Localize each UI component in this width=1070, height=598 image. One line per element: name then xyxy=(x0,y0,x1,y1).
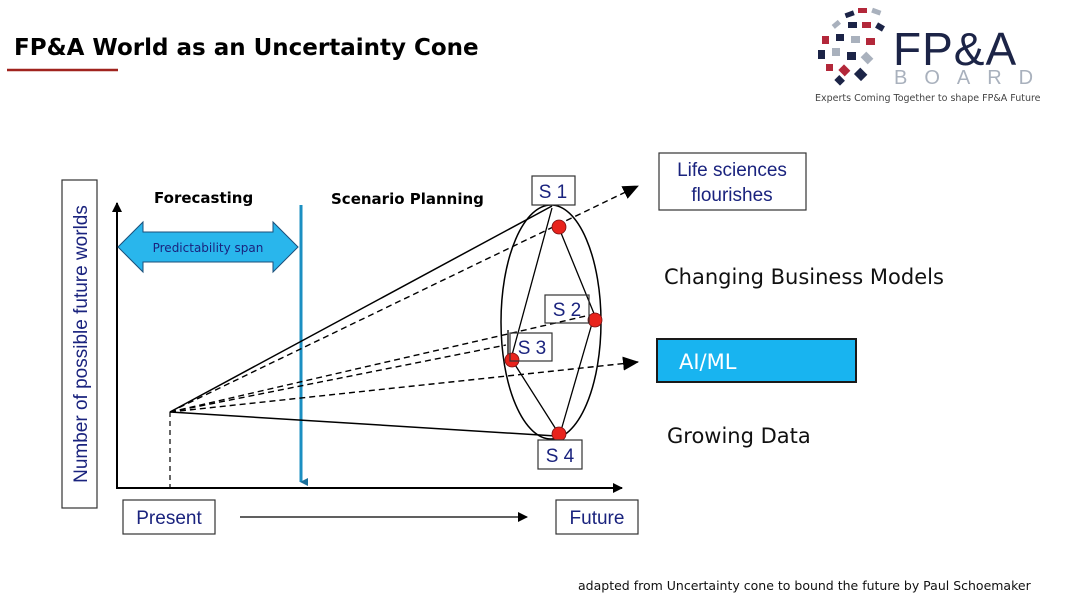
life-sciences-box xyxy=(658,152,807,211)
scenario-label-s4: S 4 xyxy=(546,446,575,467)
life-sciences-line2: flourishes xyxy=(691,185,772,206)
life-sciences-line1: Life sciences xyxy=(677,160,787,181)
predictability-span-arrow xyxy=(117,220,299,274)
logo-mark-icon xyxy=(818,7,885,86)
changing-business-models-label: Changing Business Models xyxy=(664,265,944,289)
predictability-span-label: Predictability span xyxy=(153,241,264,255)
future-box xyxy=(555,499,639,535)
scenario-label-s1: S 1 xyxy=(539,182,568,203)
slide-title: FP&A World as an Uncertainty Cone xyxy=(14,35,479,61)
scenario-box-s4 xyxy=(537,439,583,470)
ai-ml-label: AI/ML xyxy=(679,350,737,374)
logo-tagline: Experts Coming Together to shape FP&A Fu… xyxy=(815,93,1041,104)
present-label: Present xyxy=(136,508,202,529)
scenario-dot-s3 xyxy=(504,352,520,368)
ai-ml-box xyxy=(656,338,857,383)
scenario-box-s1 xyxy=(531,175,576,206)
scenario-dot-s4 xyxy=(551,426,567,442)
y-axis-label-box xyxy=(61,179,98,509)
scenario-dot-s1 xyxy=(551,219,567,235)
y-axis-label: Number of possible future worlds xyxy=(71,205,92,483)
source-citation: adapted from Uncertainty cone to bound t… xyxy=(578,578,1032,593)
scenario-label-s3: S 3 xyxy=(518,338,547,359)
logo-sub-text: BOARD xyxy=(894,67,1050,89)
future-ellipse xyxy=(500,204,602,440)
fpa-board-logo: FP&A BOARD Experts Coming Together to sh… xyxy=(815,7,1050,104)
forecasting-label: Forecasting xyxy=(154,189,253,207)
present-box xyxy=(122,499,216,535)
future-label: Future xyxy=(570,508,625,529)
growing-data-label: Growing Data xyxy=(667,424,811,448)
scenario-label-s2: S 2 xyxy=(553,300,582,321)
logo-main-text: FP&A xyxy=(893,23,1017,75)
scenario-box-s2 xyxy=(544,294,590,324)
scenario-box-s3 xyxy=(509,332,553,362)
scenario-dot-s2 xyxy=(587,312,603,328)
scenario-planning-label: Scenario Planning xyxy=(331,190,484,208)
